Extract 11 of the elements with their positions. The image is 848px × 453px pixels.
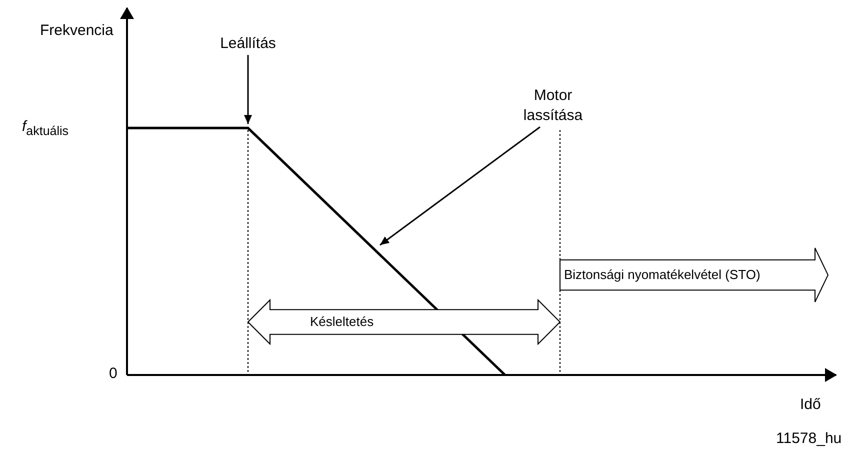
arrow-label: Késleltetés [310, 314, 374, 329]
callout-label: Motor lassítása [518, 86, 588, 126]
axis-label: f$_{aktuális}$ [22, 118, 69, 140]
leader-arrow [380, 126, 540, 246]
axis-label: 0 [109, 365, 118, 383]
arrow-label: Biztonsági nyomatékelvétel (STO) [564, 267, 760, 282]
callout-label: Leállítás [208, 34, 288, 54]
figure-code: 11578_hu [776, 430, 842, 448]
leader-arrow [244, 55, 252, 124]
axis-label: Idő [800, 396, 821, 414]
axis-label: Frekvencia [40, 22, 114, 40]
